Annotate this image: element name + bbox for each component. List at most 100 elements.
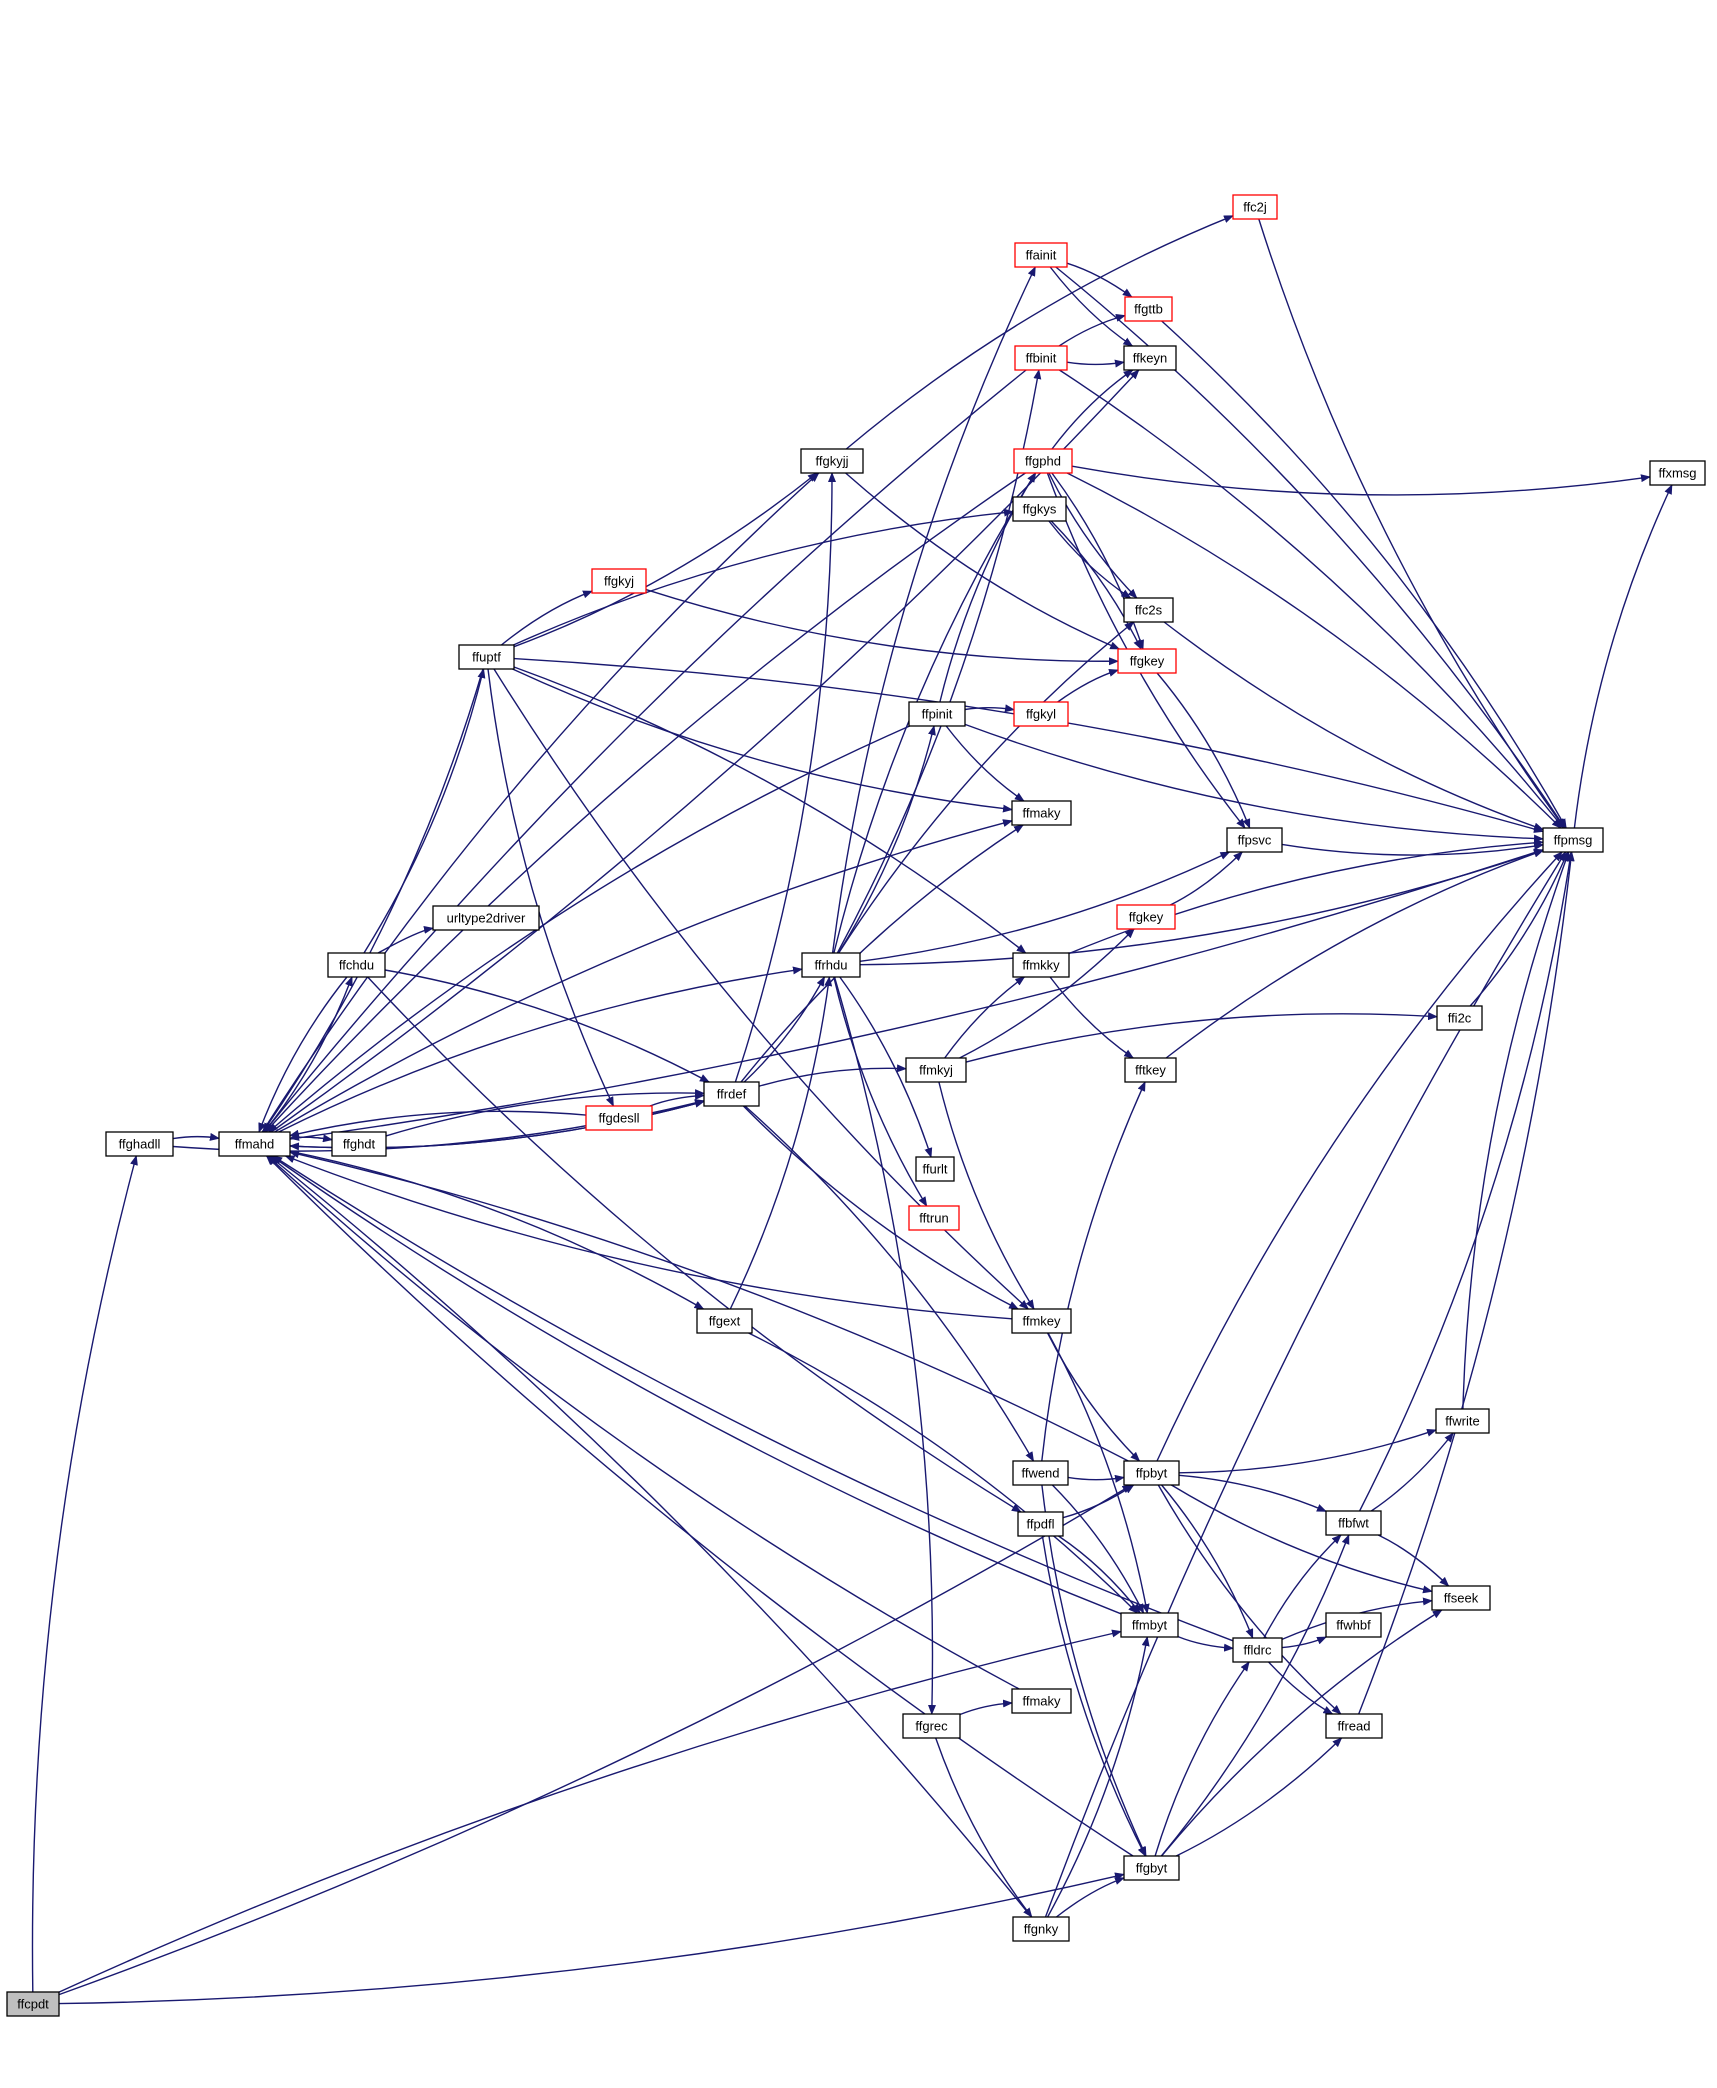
node-box[interactable] xyxy=(1325,1510,1382,1536)
node-ffgkys[interactable]: ffgkys xyxy=(1012,496,1067,522)
node-box[interactable] xyxy=(1542,827,1604,853)
node-ffgdesll[interactable]: ffgdesll xyxy=(585,1105,653,1131)
node-box[interactable] xyxy=(1124,296,1173,322)
node-ffgkyl[interactable]: ffgkyl xyxy=(1013,701,1069,727)
node-box[interactable] xyxy=(331,1131,387,1157)
node-fftrun[interactable]: fftrun xyxy=(908,1205,960,1231)
node-ffuptf[interactable]: ffuptf xyxy=(458,644,515,670)
node-ffgkey_mid[interactable]: ffgkey xyxy=(1117,648,1177,674)
node-box[interactable] xyxy=(458,644,515,670)
node-box[interactable] xyxy=(432,905,540,931)
node-box[interactable] xyxy=(800,448,864,474)
node-box[interactable] xyxy=(1014,242,1068,268)
node-ffmbyt[interactable]: ffmbyt xyxy=(1120,1612,1179,1638)
node-box[interactable] xyxy=(902,1713,961,1739)
node-ffgext[interactable]: ffgext xyxy=(696,1308,753,1334)
node-box[interactable] xyxy=(1013,448,1073,474)
node-box[interactable] xyxy=(218,1131,291,1157)
node-box[interactable] xyxy=(905,1057,967,1083)
node-ffmkky[interactable]: ffmkky xyxy=(1012,952,1070,978)
node-ffgphd[interactable]: ffgphd xyxy=(1013,448,1073,474)
node-box[interactable] xyxy=(908,701,966,727)
node-ffurlt[interactable]: ffurlt xyxy=(915,1156,955,1182)
node-box[interactable] xyxy=(1014,345,1068,371)
node-box[interactable] xyxy=(1436,1005,1483,1031)
node-ffgnky[interactable]: ffgnky xyxy=(1012,1916,1070,1942)
node-ffpmsg[interactable]: ffpmsg xyxy=(1542,827,1604,853)
node-box[interactable] xyxy=(1012,952,1070,978)
node-ffpbyt[interactable]: ffpbyt xyxy=(1123,1460,1180,1486)
node-box[interactable] xyxy=(1232,194,1278,220)
node-ffcpdt[interactable]: ffcpdt xyxy=(6,1991,60,2017)
node-box[interactable] xyxy=(1011,1308,1072,1334)
node-ffchdu[interactable]: ffchdu xyxy=(327,952,386,978)
node-ffbfwt[interactable]: ffbfwt xyxy=(1325,1510,1382,1536)
node-box[interactable] xyxy=(585,1105,653,1131)
node-ffghadll[interactable]: ffghadll xyxy=(105,1131,174,1157)
node-box[interactable] xyxy=(1123,345,1177,371)
node-box[interactable] xyxy=(801,952,861,978)
node-ffrdef[interactable]: ffrdef xyxy=(703,1081,760,1107)
node-ffxmsg[interactable]: ffxmsg xyxy=(1649,460,1706,486)
node-box[interactable] xyxy=(915,1156,955,1182)
node-box[interactable] xyxy=(1012,496,1067,522)
node-box[interactable] xyxy=(1124,1057,1177,1083)
node-box[interactable] xyxy=(1123,1855,1180,1881)
node-ffghdt[interactable]: ffghdt xyxy=(331,1131,387,1157)
node-ffgbyt[interactable]: ffgbyt xyxy=(1123,1855,1180,1881)
node-box[interactable] xyxy=(1325,1612,1382,1638)
node-fftkey[interactable]: fftkey xyxy=(1124,1057,1177,1083)
node-ffpinit[interactable]: ffpinit xyxy=(908,701,966,727)
node-ffwrite[interactable]: ffwrite xyxy=(1435,1408,1490,1434)
node-box[interactable] xyxy=(1232,1637,1283,1663)
node-box[interactable] xyxy=(6,1991,60,2017)
node-ffmaky_low[interactable]: ffmaky xyxy=(1011,1688,1072,1714)
node-box[interactable] xyxy=(1017,1511,1064,1537)
node-box[interactable] xyxy=(703,1081,760,1107)
node-box[interactable] xyxy=(1123,597,1174,623)
node-urltype2driver[interactable]: urltype2driver xyxy=(432,905,540,931)
node-box[interactable] xyxy=(1011,800,1072,826)
node-box[interactable] xyxy=(1013,701,1069,727)
node-ffbinit[interactable]: ffbinit xyxy=(1014,345,1068,371)
node-box[interactable] xyxy=(1012,1916,1070,1942)
node-box[interactable] xyxy=(105,1131,174,1157)
node-ffpdfl[interactable]: ffpdfl xyxy=(1017,1511,1064,1537)
node-ffmkyj[interactable]: ffmkyj xyxy=(905,1057,967,1083)
node-ffc2s[interactable]: ffc2s xyxy=(1123,597,1174,623)
node-box[interactable] xyxy=(1123,1460,1180,1486)
node-ffwend[interactable]: ffwend xyxy=(1012,1460,1069,1486)
node-ffrhdu[interactable]: ffrhdu xyxy=(801,952,861,978)
node-ffmaky_top[interactable]: ffmaky xyxy=(1011,800,1072,826)
node-ffpsvc[interactable]: ffpsvc xyxy=(1226,827,1283,853)
node-box[interactable] xyxy=(1116,904,1176,930)
node-box[interactable] xyxy=(1120,1612,1179,1638)
node-box[interactable] xyxy=(1325,1713,1383,1739)
node-ffldrc[interactable]: ffldrc xyxy=(1232,1637,1283,1663)
node-ffgkyjj[interactable]: ffgkyjj xyxy=(800,448,864,474)
node-box[interactable] xyxy=(1117,648,1177,674)
node-box[interactable] xyxy=(1649,460,1706,486)
node-ffc2j[interactable]: ffc2j xyxy=(1232,194,1278,220)
node-box[interactable] xyxy=(908,1205,960,1231)
node-ffi2c[interactable]: ffi2c xyxy=(1436,1005,1483,1031)
node-ffgkey_low[interactable]: ffgkey xyxy=(1116,904,1176,930)
node-ffainit[interactable]: ffainit xyxy=(1014,242,1068,268)
node-ffmahd[interactable]: ffmahd xyxy=(218,1131,291,1157)
node-ffgrec[interactable]: ffgrec xyxy=(902,1713,961,1739)
node-ffread[interactable]: ffread xyxy=(1325,1713,1383,1739)
node-box[interactable] xyxy=(1012,1460,1069,1486)
node-ffmkey[interactable]: ffmkey xyxy=(1011,1308,1072,1334)
node-box[interactable] xyxy=(696,1308,753,1334)
node-ffkeyn[interactable]: ffkeyn xyxy=(1123,345,1177,371)
node-box[interactable] xyxy=(1011,1688,1072,1714)
node-ffgttb[interactable]: ffgttb xyxy=(1124,296,1173,322)
node-box[interactable] xyxy=(1226,827,1283,853)
node-box[interactable] xyxy=(591,568,647,594)
node-ffwhbf[interactable]: ffwhbf xyxy=(1325,1612,1382,1638)
node-box[interactable] xyxy=(327,952,386,978)
node-ffseek[interactable]: ffseek xyxy=(1431,1585,1491,1611)
node-ffgkyj_red[interactable]: ffgkyj xyxy=(591,568,647,594)
node-box[interactable] xyxy=(1435,1408,1490,1434)
node-box[interactable] xyxy=(1431,1585,1491,1611)
